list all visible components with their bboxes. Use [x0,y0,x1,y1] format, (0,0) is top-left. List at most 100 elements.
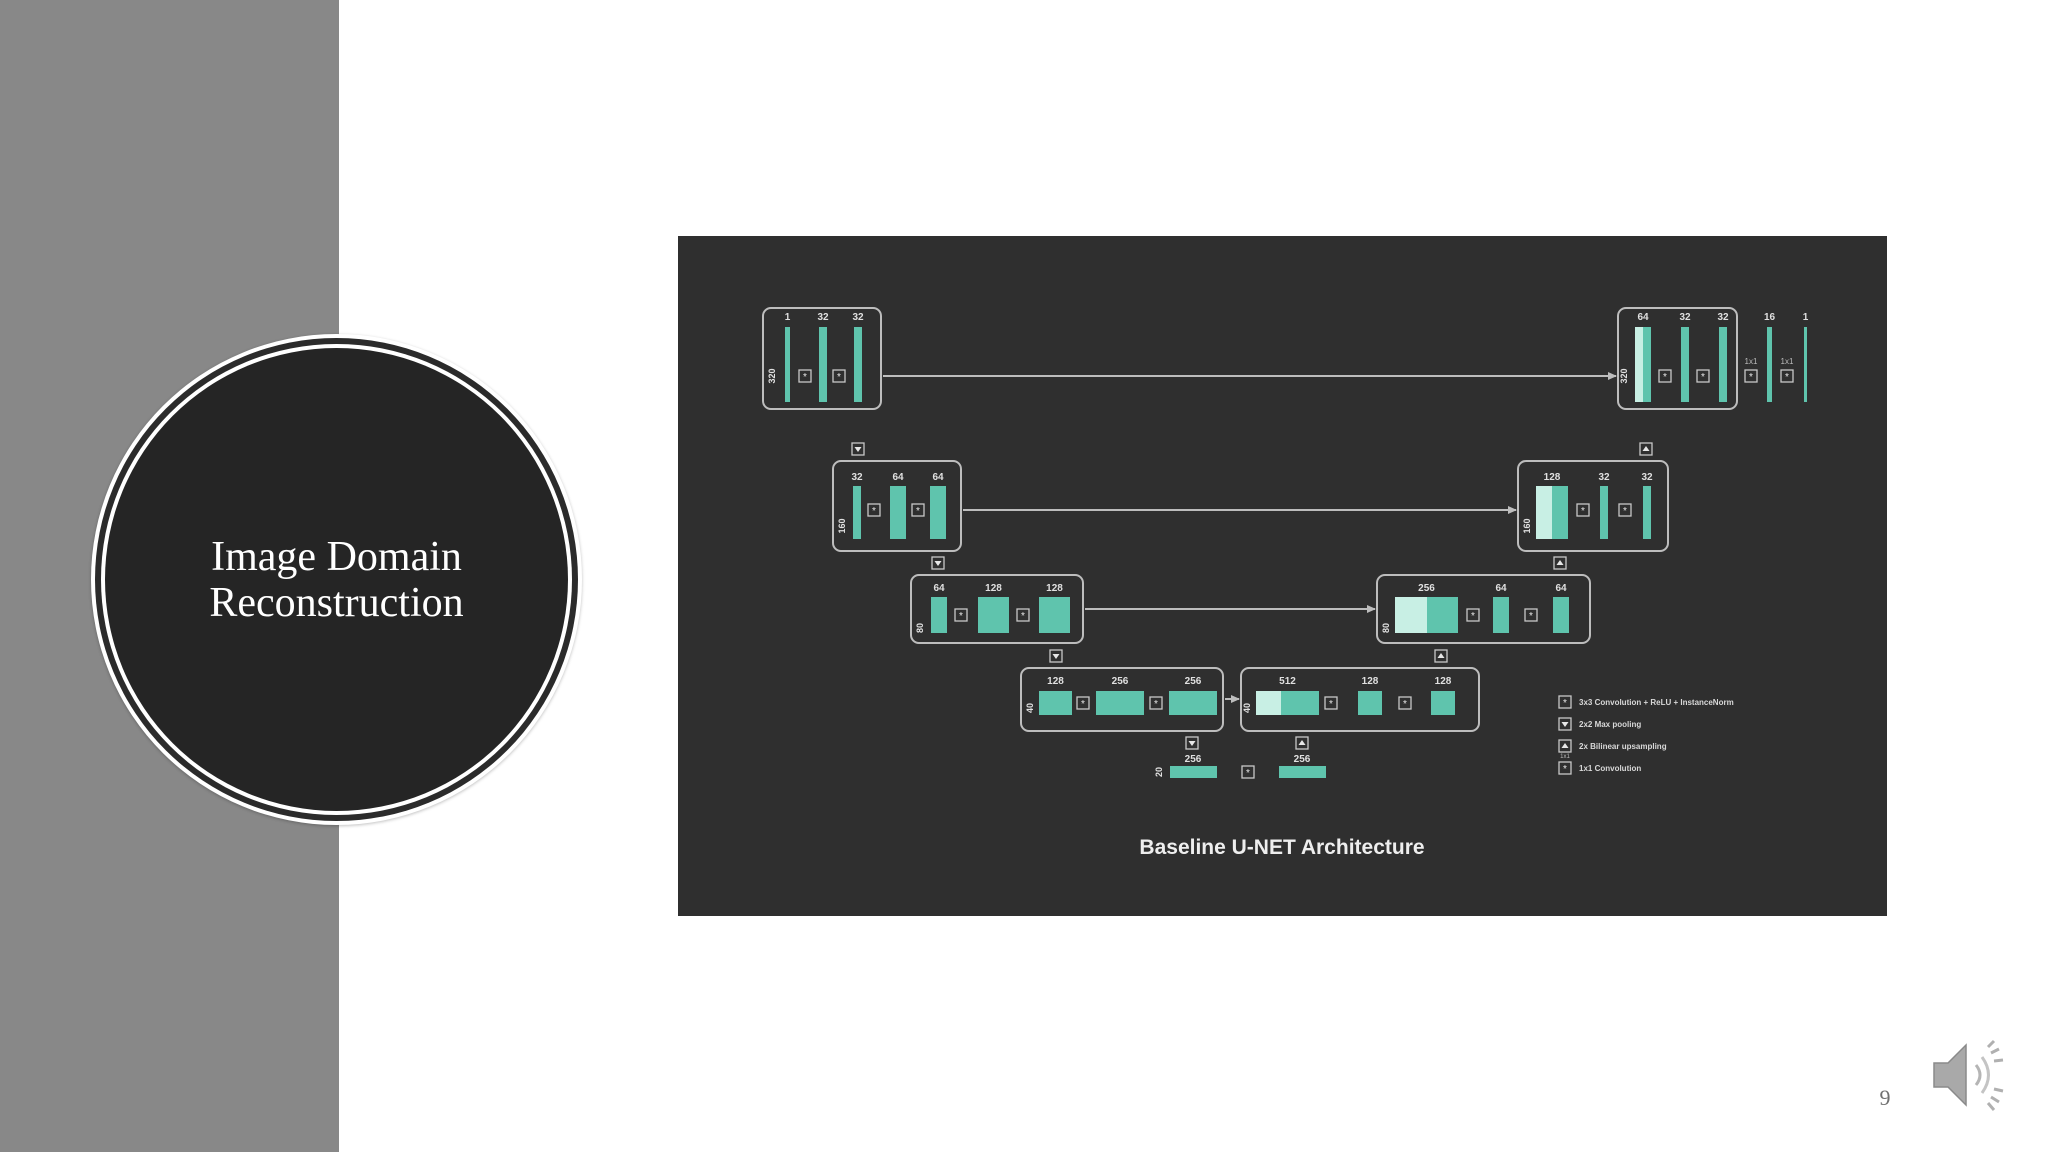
decoder-4-channel-label-3: 128 [1435,676,1452,687]
upsample-icon-2 [1437,653,1445,658]
encoder-4-conv-icon-2: * [1154,699,1158,710]
decoder-2-channel-label-3: 32 [1641,472,1653,483]
decoder-4-conv-icon-1: * [1329,699,1333,710]
decoder-1-feature-map-2 [1681,327,1689,402]
pool-icon-1-box [851,442,865,456]
encoder-4-feature-map-2 [1096,691,1144,715]
decoder-4-conv-icon-1-box [1324,696,1338,710]
encoder-2-frame [832,460,962,552]
output-conv1x1-icon-1: * [1749,372,1753,383]
legend-icon-3 [1561,743,1569,748]
legend-icon-4: * [1563,764,1567,775]
decoder-1-channel-label-1: 64 [1637,312,1649,323]
encoder-4-size-label: 40 [1025,703,1035,713]
encoder-1-conv-icon-1-box [798,369,812,383]
output-conv1x1-icon-1-box [1744,369,1758,383]
output-conv1x1-icon-2: * [1785,372,1789,383]
encoder-4-feature-map-3 [1169,691,1217,715]
encoder-4-channel-label-2: 256 [1112,676,1129,687]
decoder-2-frame [1517,460,1669,552]
upsample-icon-3 [1556,560,1564,565]
decoder-2-skip-feature-map [1536,486,1552,539]
legend-conv1x1-label: 1x1 [1560,754,1570,760]
decoder-2-size-label: 160 [1522,518,1532,533]
decoder-4-conv-icon-2-box [1398,696,1412,710]
speaker-icon[interactable] [1928,1035,2010,1115]
decoder-3-feature-map-3 [1553,597,1569,633]
pool-icon-3-box [1049,649,1063,663]
output-head-feature-map-2 [1804,327,1807,402]
encoder-3-channel-label-1: 64 [933,583,945,594]
decoder-1-channel-label-2: 32 [1679,312,1691,323]
legend-icon-1: * [1563,698,1567,709]
encoder-1-size-label: 320 [767,368,777,383]
encoder-3-conv-icon-1-box [954,608,968,622]
pool-icon-2 [934,561,942,566]
pool-icon-1 [854,447,862,452]
decoder-4-feature-map-3 [1431,691,1455,715]
encoder-1-feature-map-1 [785,327,790,402]
bottleneck-conv-icon: * [1246,768,1250,779]
upsample-icon-2-box [1434,649,1448,663]
decoder-1-conv-icon-1: * [1663,372,1667,383]
decoder-1-size-label: 320 [1619,368,1629,383]
encoder-3-feature-map-3 [1039,597,1070,633]
encoder-4-feature-map-1 [1039,691,1072,715]
upsample-icon-3-box [1553,556,1567,570]
decoder-2-conv-icon-2-box [1618,503,1632,517]
decoder-1-feature-map-1 [1643,327,1651,402]
decoder-3-size-label: 80 [1381,623,1391,633]
bottleneck-channel-label-1: 256 [1185,754,1202,765]
decoder-4-conv-icon-2: * [1403,699,1407,710]
encoder-2-channel-label-1: 32 [851,472,863,483]
encoder-1-channel-label-2: 32 [817,312,829,323]
encoder-3-channel-label-2: 128 [985,583,1002,594]
decoder-3-frame [1376,574,1591,644]
encoder-4-channel-label-3: 256 [1185,676,1202,687]
output-head-channel-label-1: 16 [1764,312,1776,323]
decoder-4-channel-label-2: 128 [1362,676,1379,687]
bottleneck-channel-label-2: 256 [1294,754,1311,765]
upsample-icon-4-box [1639,442,1653,456]
bottleneck-feature-map-1 [1170,766,1217,778]
legend-label-2: 2x2 Max pooling [1579,720,1641,729]
legend-label-1: 3x3 Convolution + ReLU + InstanceNorm [1579,698,1734,707]
decoder-2-channel-label-1: 128 [1544,472,1561,483]
encoder-4-channel-label-1: 128 [1047,676,1064,687]
slide-title-line-1: Image Domain [211,533,462,580]
legend-icon-4-box [1558,761,1572,775]
decoder-3-conv-icon-2: * [1529,611,1533,622]
encoder-3-feature-map-1 [931,597,947,633]
pool-icon-2-box [931,556,945,570]
encoder-2-conv-icon-1: * [872,506,876,517]
legend-icon-2-box [1558,717,1572,731]
legend-icon-1-box [1558,695,1572,709]
decoder-2-conv-icon-1-box [1576,503,1590,517]
pool-icon-4-box [1185,736,1199,750]
encoder-3-feature-map-2 [978,597,1009,633]
decoder-3-channel-label-2: 64 [1495,583,1507,594]
encoder-1-channel-label-1: 1 [785,312,791,323]
encoder-2-conv-icon-1-box [867,503,881,517]
decoder-3-conv-icon-2-box [1524,608,1538,622]
slide-title: Image Domain Reconstruction [105,348,568,811]
decoder-2-conv-icon-2: * [1623,506,1627,517]
bottleneck-size-label: 20 [1154,767,1164,777]
decoder-2-feature-map-3 [1643,486,1651,539]
output-head-feature-map-1 [1767,327,1772,402]
legend-label-3: 2x Bilinear upsampling [1579,742,1667,751]
encoder-2-feature-map-2 [890,486,906,539]
upsample-icon-1 [1298,740,1306,745]
encoder-1-frame [762,307,882,410]
decoder-4-channel-label-1: 512 [1279,676,1296,687]
decoder-1-conv-icon-2: * [1701,372,1705,383]
encoder-4-conv-icon-2-box [1149,696,1163,710]
encoder-2-conv-icon-2-box [911,503,925,517]
decoder-1-channel-label-3: 32 [1717,312,1729,323]
encoder-4-frame [1020,667,1224,732]
encoder-4-conv-icon-1-box [1076,696,1090,710]
unet-diagram: 1 32 32 * * 320 32 64 64 * * 160 64 128 128 * * 80 128 256 2… [762,307,1809,859]
encoder-2-channel-label-3: 64 [932,472,944,483]
decoder-2-feature-map-2 [1600,486,1608,539]
decoder-3-channel-label-1: 256 [1418,583,1435,594]
